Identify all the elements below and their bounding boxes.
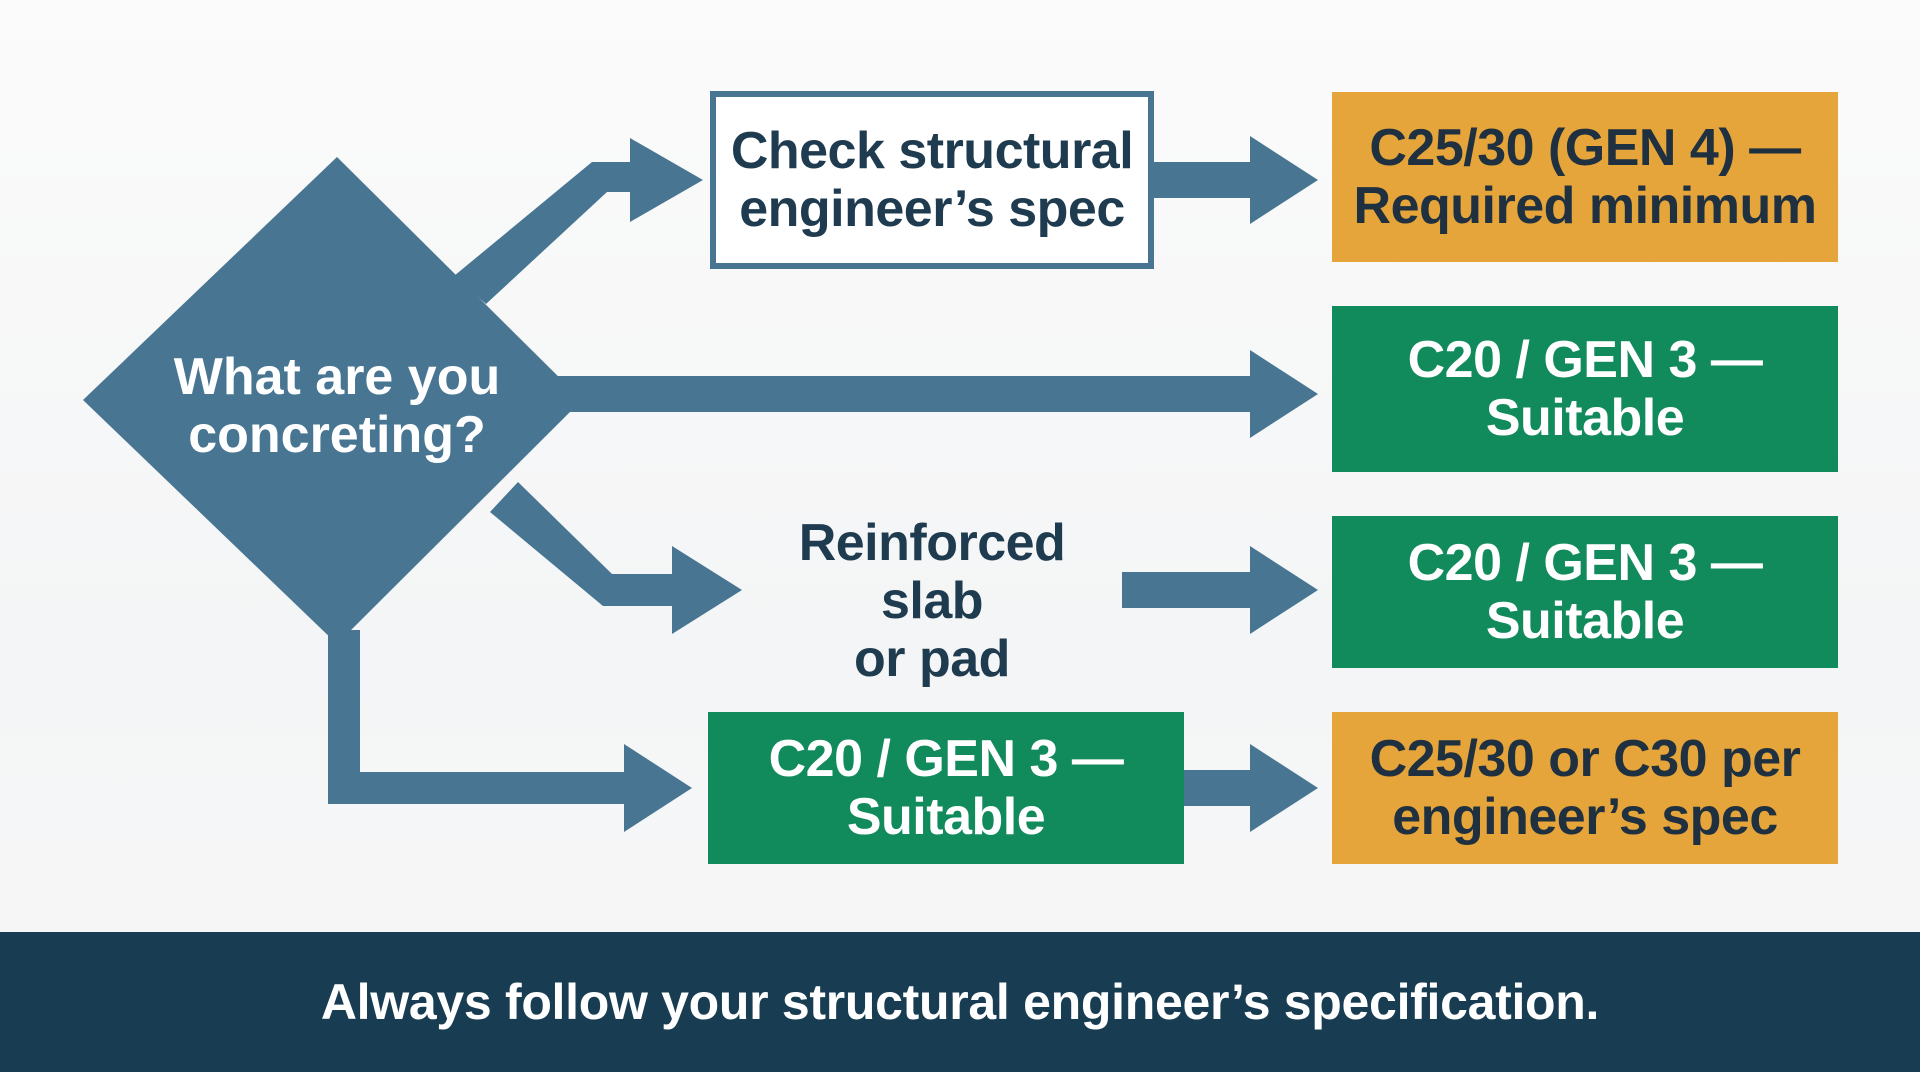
result-c20-row2-box: C20 / GEN 3 — Suitable (1332, 306, 1838, 472)
reinforced-slab-label: Reinforced slab or pad (798, 514, 1066, 688)
result-c25-gen4-label: C25/30 (GEN 4) — Required minimum (1353, 119, 1817, 235)
arrow-to-check-spec (454, 138, 703, 304)
arrow-to-c20-row2 (550, 350, 1318, 438)
result-c20-row3-box: C20 / GEN 3 — Suitable (1332, 516, 1838, 668)
result-c20-row2-label: C20 / GEN 3 — Suitable (1407, 331, 1763, 447)
check-spec-label: Check structural engineer’s spec (730, 122, 1134, 238)
connector-shapes (83, 136, 1318, 832)
decision-label: What are you concreting? (173, 348, 501, 464)
footer-text: Always follow your structural engineer’s… (320, 974, 1600, 1030)
result-c20-row3-label: C20 / GEN 3 — Suitable (1407, 534, 1763, 650)
mid-c20-row4-label: C20 / GEN 3 — Suitable (768, 730, 1124, 846)
mid-c20-row4-box: C20 / GEN 3 — Suitable (708, 712, 1184, 864)
result-c25-c30-label: C25/30 or C30 per engineer’s spec (1369, 730, 1801, 846)
reinforced-slab-label-box: Reinforced slab or pad (742, 514, 1122, 688)
arrow-to-reinforced-slab (490, 482, 742, 634)
arrow-check-to-c25 (1152, 136, 1318, 224)
result-c25-gen4-box: C25/30 (GEN 4) — Required minimum (1332, 92, 1838, 262)
footer-banner: Always follow your structural engineer’s… (0, 932, 1920, 1072)
result-c25-c30-box: C25/30 or C30 per engineer’s spec (1332, 712, 1838, 864)
arrow-c20-to-c25-c30 (1184, 744, 1318, 832)
arrow-to-c20-row4 (328, 630, 692, 832)
arrow-slab-to-c20 (1122, 546, 1318, 634)
check-spec-box: Check structural engineer’s spec (710, 91, 1154, 269)
